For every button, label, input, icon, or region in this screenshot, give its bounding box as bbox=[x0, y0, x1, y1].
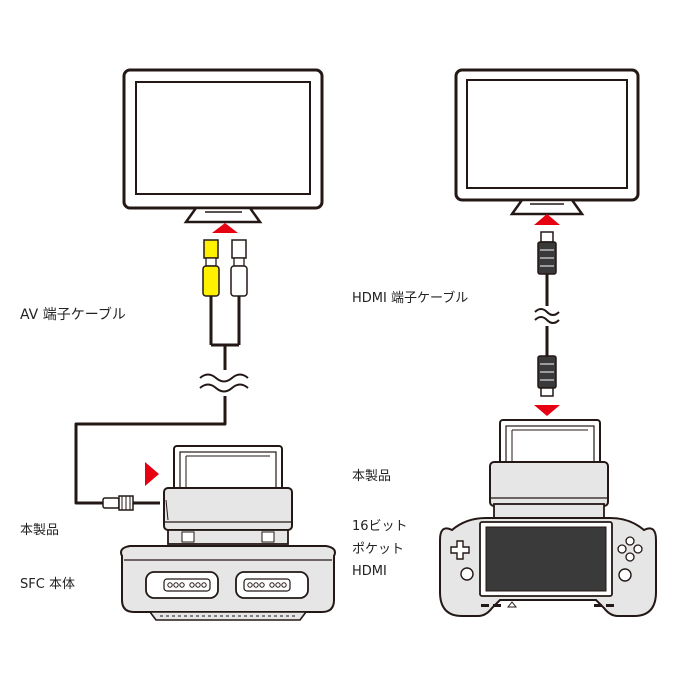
av-mini-plug bbox=[102, 495, 160, 511]
product-right-label: 本製品 bbox=[352, 469, 392, 484]
hdmi-plug-top bbox=[537, 231, 557, 306]
handheld-console bbox=[439, 517, 657, 617]
wave-break-icon bbox=[199, 373, 249, 393]
product-left bbox=[163, 445, 293, 545]
tv-right bbox=[454, 68, 640, 216]
rca-plug-white bbox=[230, 239, 248, 345]
wave-break-icon bbox=[534, 308, 560, 324]
product-right bbox=[489, 419, 609, 519]
pocket-label-line2: ポケット bbox=[352, 542, 405, 557]
face-buttons-icon bbox=[617, 536, 643, 562]
product-left-label: 本製品 bbox=[20, 523, 60, 538]
red-arrow-down-icon bbox=[534, 405, 560, 416]
red-arrow-up-icon bbox=[212, 223, 238, 233]
rca-plug-yellow bbox=[202, 239, 220, 345]
pocket-label-line3: HDMI bbox=[352, 564, 387, 579]
red-arrow-up-icon bbox=[534, 214, 560, 225]
hdmi-plug-bottom bbox=[537, 326, 557, 397]
hdmi-cable-label: HDMI 端子ケーブル bbox=[352, 291, 469, 306]
tv-left bbox=[122, 68, 324, 224]
sfc-console-label: SFC 本体 bbox=[20, 577, 75, 592]
red-arrow-right-icon bbox=[145, 462, 159, 486]
dpad-icon bbox=[450, 540, 470, 560]
av-cable-label: AV 端子ケーブル bbox=[20, 307, 126, 323]
sfc-console bbox=[120, 545, 336, 621]
pocket-label-line1: 16ビット bbox=[352, 519, 408, 534]
